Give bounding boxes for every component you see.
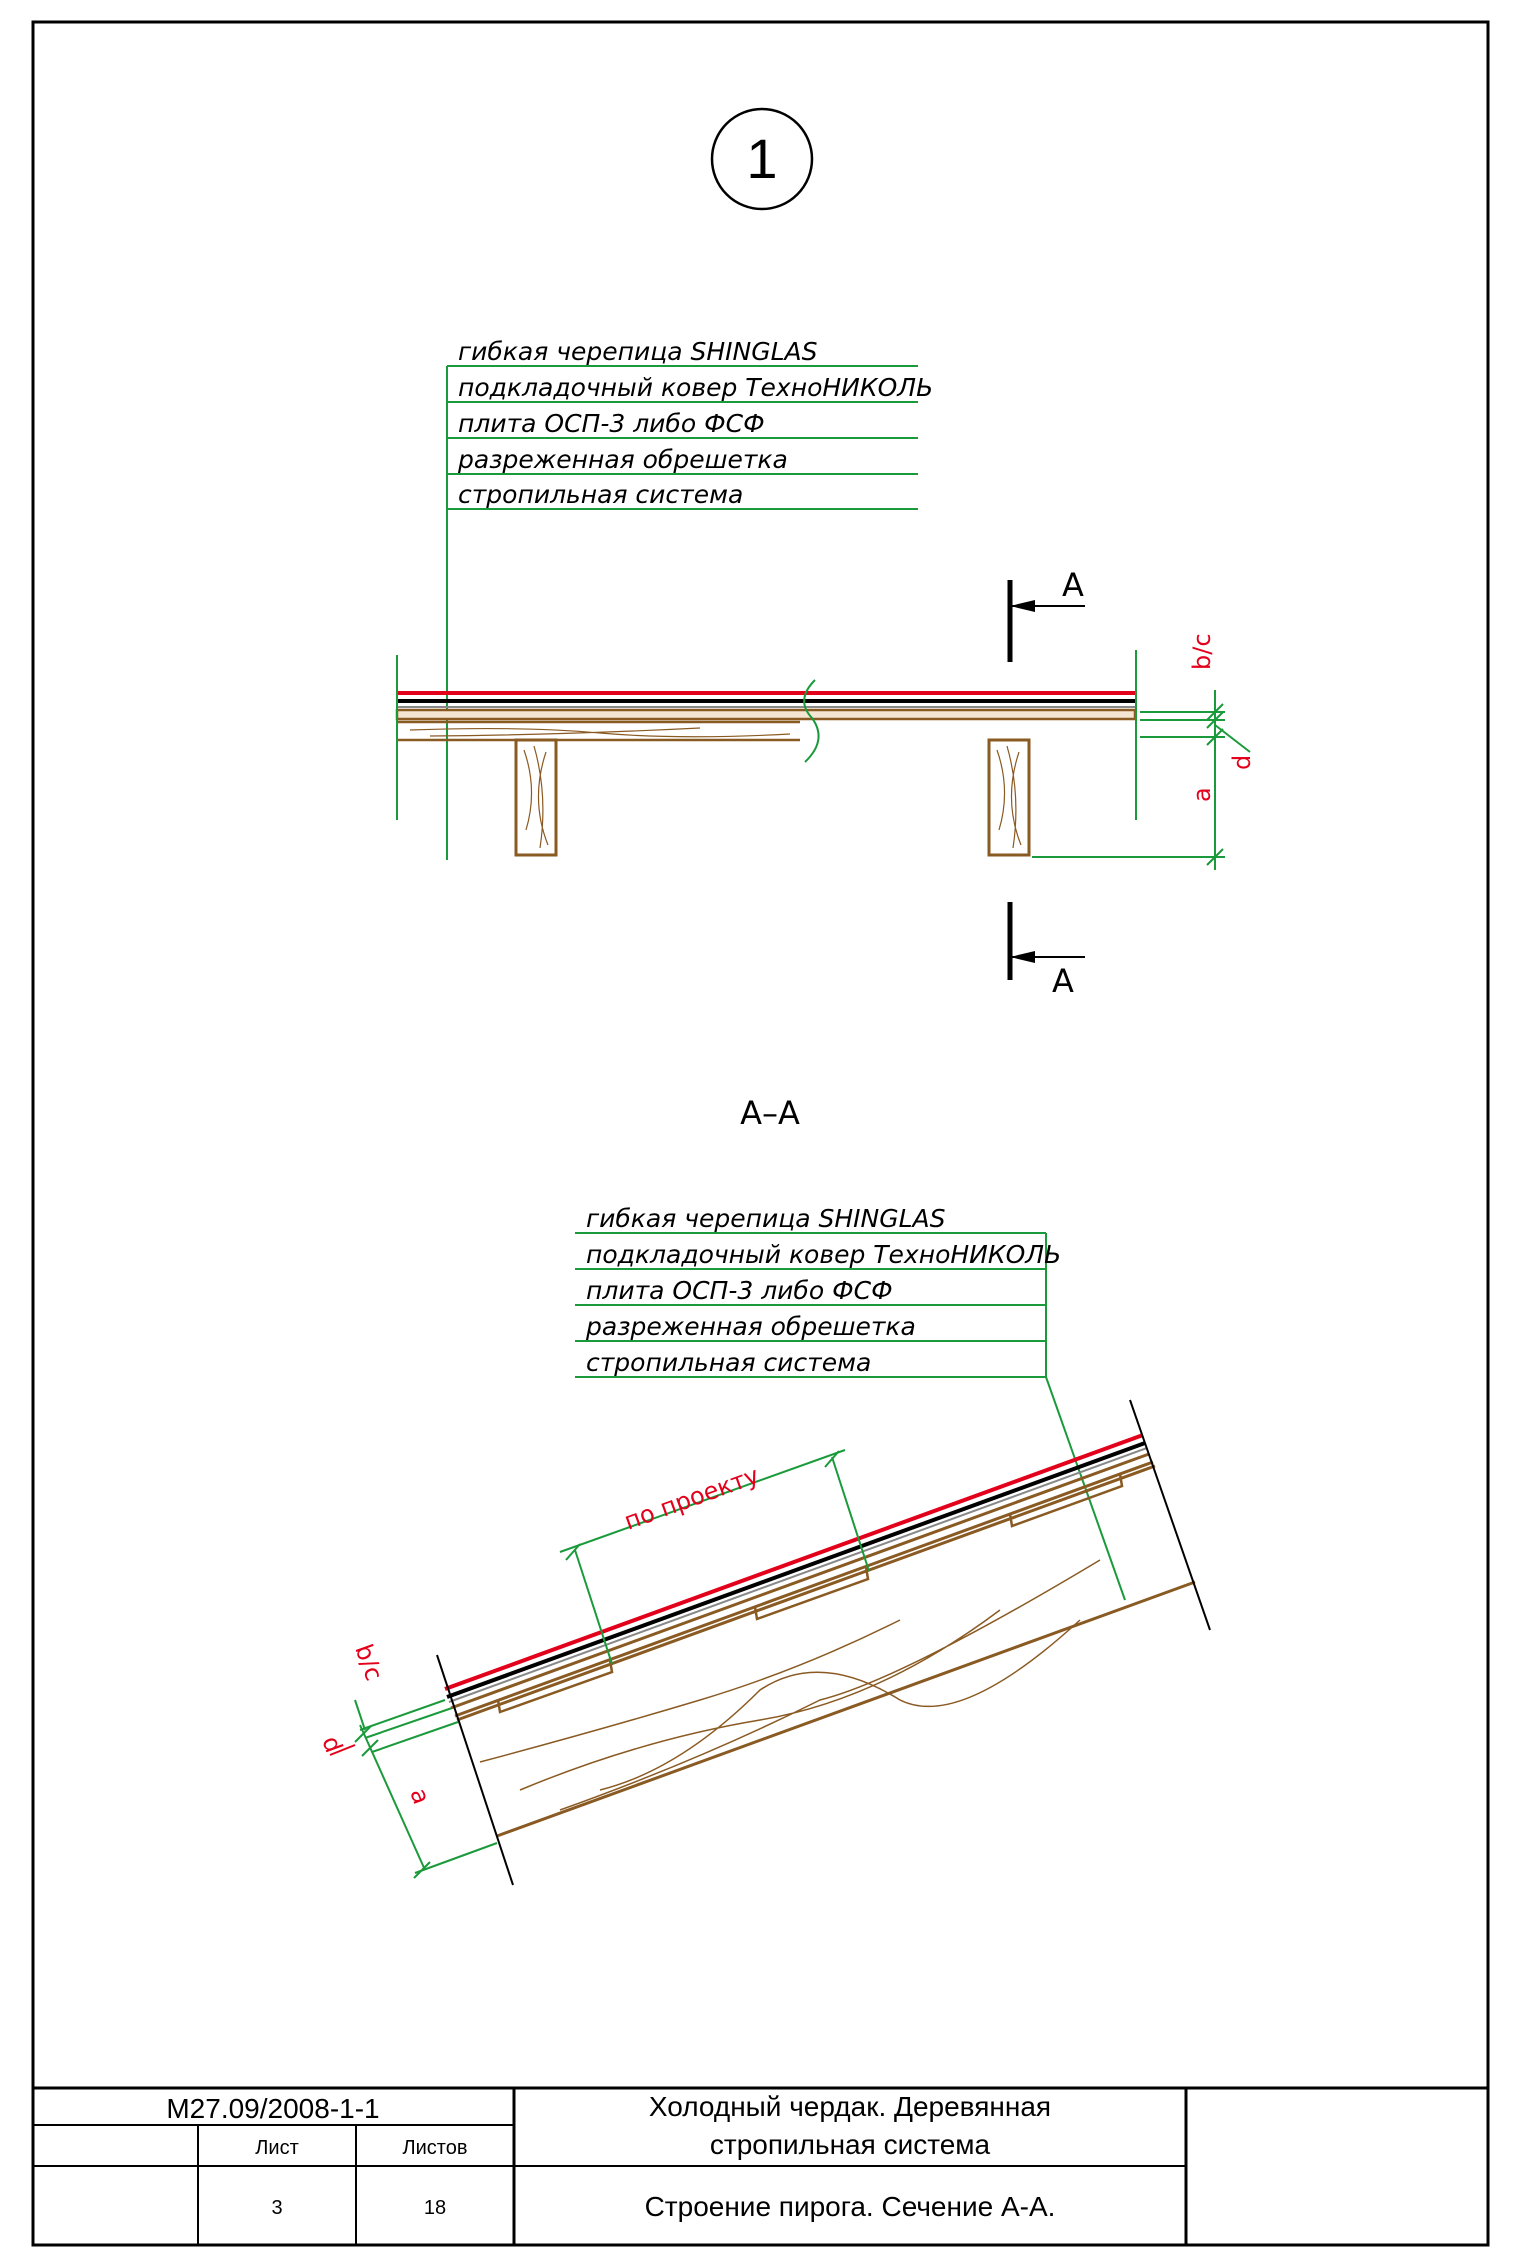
sheets-label: Листов [403,2137,468,2159]
section-letter: A [1052,962,1074,1000]
section-mark-bottom: A [1007,902,1085,1000]
detail-marker: 1 [710,107,814,211]
layer-label-section: разреженная обрешетка [585,1312,916,1341]
dim-spacing-label: по проекту [620,1461,762,1536]
drawing-subtitle: Строение пирога. Сечение А-А. [645,2191,1056,2222]
dim-bc-label: b/c [1188,633,1216,670]
dimensions-section: b/c d a [316,1640,498,1879]
top-detail: гибкая черепица SHINGLAS подкладочный ко… [395,337,1256,1000]
dim-d-label: d [1228,755,1256,770]
roof-build-up-top [395,650,1137,857]
layer-label-section: стропильная система [586,1348,871,1377]
rafter [987,738,1031,857]
dimensions-top: b/c d a [1032,633,1256,870]
roof-build-up-section [436,1399,1211,1886]
layer-label-top: стропильная система [458,480,743,509]
section-mark-top: A [1007,566,1085,662]
sheets-total: 18 [424,2197,446,2219]
sheet-label: Лист [255,2137,298,2159]
layer-label-top: плита ОСП-3 либо ФСФ [458,409,765,438]
dim-a-label: a [404,1784,435,1807]
section-title: А–А [740,1094,800,1132]
dim-d-label: d [316,1732,348,1756]
drawing-code: М27.09/2008-1-1 [166,2093,379,2124]
section-letter: A [1062,566,1084,604]
dim-bc-label: b/c [349,1640,388,1684]
layer-label-top: подкладочный ковер ТехноНИКОЛЬ [458,373,933,402]
section-detail: гибкая черепица SHINGLAS подкладочный ко… [316,1204,1211,1886]
drawing-title-line2: стропильная система [710,2129,991,2160]
layer-label-top: разреженная обрешетка [457,445,788,474]
detail-number: 1 [746,127,777,190]
layer-leader-top: гибкая черепица SHINGLAS подкладочный ко… [446,337,933,860]
title-block: М27.09/2008-1-1 Лист Листов 3 18 Холодны… [33,2086,1488,2245]
sheet-number: 3 [271,2197,282,2219]
sheet-frame [31,20,1490,2247]
dim-a-label: a [1188,787,1216,802]
layer-leader-section: гибкая черепица SHINGLAS подкладочный ко… [575,1204,1126,1601]
layer-label-section: гибкая черепица SHINGLAS [586,1204,946,1233]
rafter [514,738,558,857]
drawing-title-line1: Холодный чердак. Деревянная [649,2091,1051,2122]
layer-label-section: подкладочный ковер ТехноНИКОЛЬ [586,1240,1061,1269]
layer-label-section: плита ОСП-3 либо ФСФ [586,1276,893,1305]
layer-label-top: гибкая черепица SHINGLAS [458,337,818,366]
